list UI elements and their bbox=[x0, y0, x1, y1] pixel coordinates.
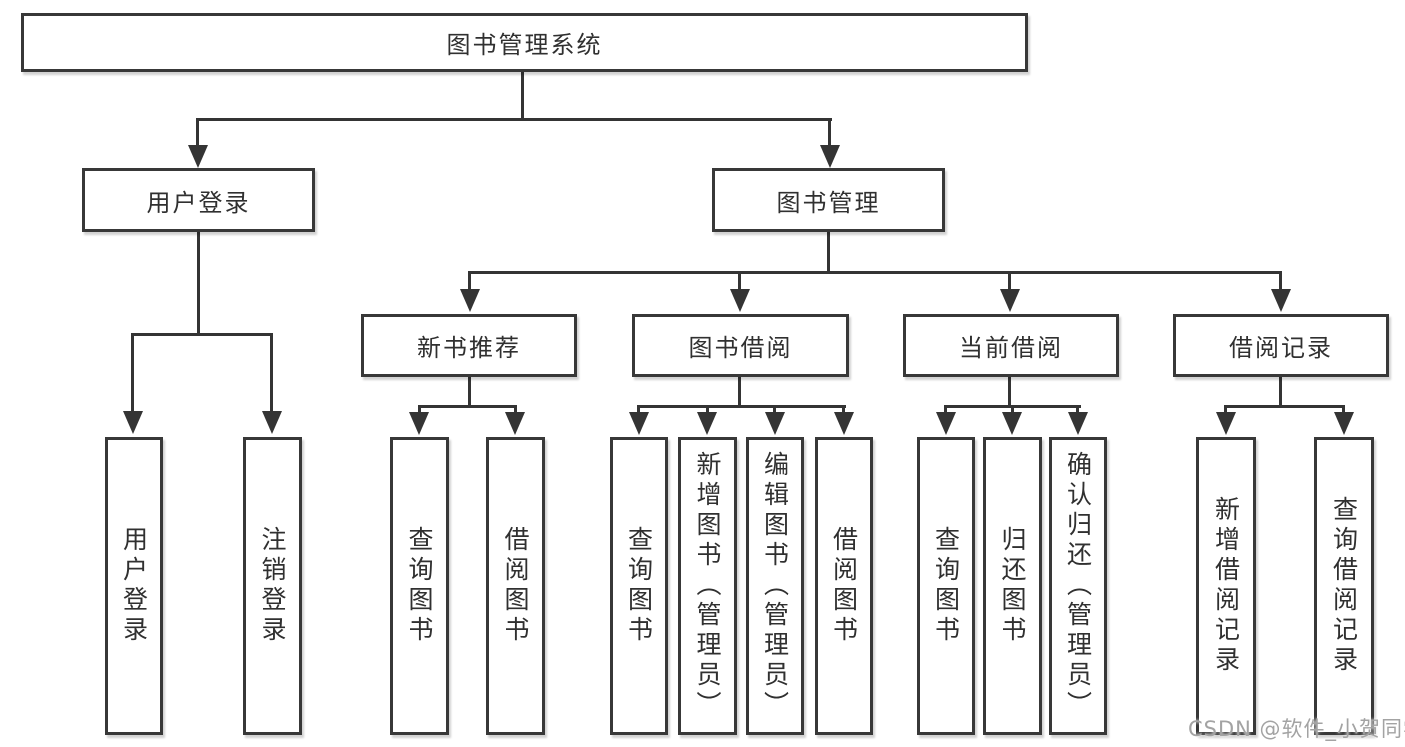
connector-line bbox=[1076, 405, 1079, 414]
connector-line bbox=[131, 333, 134, 413]
arrow-down-icon bbox=[409, 412, 429, 435]
node-label: 确认归还（管理员） bbox=[1063, 451, 1093, 721]
leaf-add-books-admin: 新增图书（管理员） bbox=[678, 437, 737, 735]
node-label: 编辑图书（管理员） bbox=[760, 451, 790, 721]
node-book-borrowing: 图书借阅 bbox=[632, 314, 849, 377]
connector-line bbox=[738, 271, 741, 291]
connector-line bbox=[521, 71, 524, 120]
arrow-down-icon bbox=[936, 412, 956, 435]
node-label: 查询图书 bbox=[931, 526, 961, 646]
connector-line bbox=[1279, 271, 1282, 291]
connector-line bbox=[196, 118, 832, 121]
node-borrowing-records: 借阅记录 bbox=[1173, 314, 1389, 377]
connector-line bbox=[468, 271, 1282, 274]
connector-line bbox=[738, 377, 741, 408]
node-label: 新增借阅记录 bbox=[1211, 496, 1241, 676]
leaf-user-login: 用户登录 bbox=[105, 437, 163, 735]
node-label: 新书推荐 bbox=[417, 334, 521, 362]
leaf-edit-books-admin: 编辑图书（管理员） bbox=[746, 437, 804, 735]
connector-line bbox=[842, 405, 845, 414]
leaf-logout-login: 注销登录 bbox=[243, 437, 302, 735]
node-label: 注销登录 bbox=[258, 526, 287, 646]
arrow-down-icon bbox=[123, 411, 143, 434]
arrow-down-icon bbox=[730, 289, 750, 312]
leaf-query-books-recommend: 查询图书 bbox=[390, 437, 449, 735]
arrow-down-icon bbox=[834, 412, 854, 435]
connector-line bbox=[514, 405, 517, 414]
node-label: 借阅图书 bbox=[829, 526, 859, 646]
arrow-down-icon bbox=[188, 145, 208, 168]
leaf-return-books: 归还图书 bbox=[983, 437, 1042, 735]
node-library-system: 图书管理系统 bbox=[21, 13, 1028, 72]
connector-line bbox=[270, 333, 273, 413]
node-label: 归还图书 bbox=[998, 526, 1027, 646]
leaf-query-books-borrow: 查询图书 bbox=[610, 437, 668, 735]
node-label: 新增图书（管理员） bbox=[693, 451, 722, 721]
connector-line bbox=[418, 405, 421, 414]
node-current-borrowing: 当前借阅 bbox=[903, 314, 1119, 377]
connector-line bbox=[1224, 405, 1227, 414]
arrow-down-icon bbox=[505, 412, 525, 435]
leaf-borrow-books: 借阅图书 bbox=[815, 437, 873, 735]
node-label: 用户登录 bbox=[146, 188, 251, 217]
node-label: 借阅图书 bbox=[501, 526, 530, 646]
node-book-management: 图书管理 bbox=[712, 168, 945, 232]
node-label: 用户登录 bbox=[119, 526, 149, 646]
connector-line bbox=[196, 118, 199, 148]
leaf-query-books-current: 查询图书 bbox=[917, 437, 975, 735]
arrow-down-icon bbox=[765, 412, 785, 435]
connector-line bbox=[468, 271, 471, 291]
connector-line bbox=[468, 377, 471, 408]
arrow-down-icon bbox=[1216, 412, 1236, 435]
node-label: 借阅记录 bbox=[1229, 334, 1333, 362]
connector-line bbox=[197, 232, 200, 336]
node-label: 图书管理系统 bbox=[446, 31, 603, 59]
arrow-down-icon bbox=[1002, 412, 1022, 435]
leaf-borrow-books-recommend: 借阅图书 bbox=[486, 437, 545, 735]
node-label: 图书借阅 bbox=[688, 334, 793, 362]
arrow-down-icon bbox=[1271, 289, 1291, 312]
connector-line bbox=[1008, 271, 1011, 291]
arrow-down-icon bbox=[697, 412, 717, 435]
connector-line bbox=[773, 405, 776, 414]
node-label: 查询图书 bbox=[624, 526, 654, 646]
connector-line bbox=[1279, 377, 1282, 408]
arrow-down-icon bbox=[262, 411, 282, 434]
connector-line bbox=[706, 405, 709, 414]
connector-line bbox=[1008, 377, 1011, 408]
node-label: 查询图书 bbox=[405, 526, 434, 646]
connector-line bbox=[131, 333, 273, 336]
connector-line bbox=[637, 405, 640, 414]
arrow-down-icon bbox=[629, 412, 649, 435]
leaf-confirm-return-admin: 确认归还（管理员） bbox=[1049, 437, 1107, 735]
arrow-down-icon bbox=[1334, 412, 1354, 435]
node-label: 当前借阅 bbox=[959, 334, 1063, 362]
leaf-query-borrow-record: 查询借阅记录 bbox=[1314, 437, 1374, 735]
arrow-down-icon bbox=[820, 145, 840, 168]
connector-line bbox=[418, 405, 517, 408]
connector-line bbox=[1224, 405, 1345, 408]
connector-line bbox=[637, 405, 846, 408]
node-new-book-recommend: 新书推荐 bbox=[361, 314, 577, 377]
connector-line bbox=[827, 232, 830, 274]
connector-line bbox=[1011, 405, 1014, 414]
arrow-down-icon bbox=[460, 289, 480, 312]
arrow-down-icon bbox=[1000, 289, 1020, 312]
connector-line bbox=[944, 405, 947, 414]
csdn-watermark: CSDN @软件_小贺同学 bbox=[1188, 717, 1405, 741]
leaf-add-borrow-record: 新增借阅记录 bbox=[1196, 437, 1256, 735]
node-label: 查询借阅记录 bbox=[1329, 496, 1359, 676]
connector-line bbox=[828, 118, 831, 148]
node-label: 图书管理 bbox=[776, 188, 881, 217]
connector-line bbox=[1342, 405, 1345, 414]
node-user-login: 用户登录 bbox=[82, 168, 315, 232]
arrow-down-icon bbox=[1068, 412, 1088, 435]
